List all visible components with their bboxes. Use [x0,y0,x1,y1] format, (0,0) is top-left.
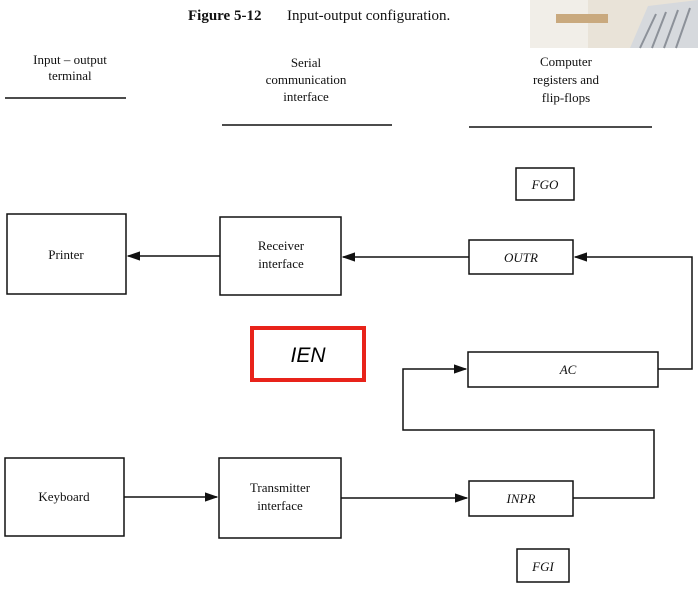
arrow-ac-to-outr [573,252,693,370]
keyboard-block: Keyboard [4,457,125,537]
header-line: flip-flops [542,90,590,105]
inpr-label: INPR [506,491,536,506]
receiver-label-line: interface [258,256,304,271]
printer-block: Printer [6,213,127,295]
outr-label: OUTR [504,250,538,265]
inpr-register: INPR [468,480,574,517]
header-line: Input – output [33,52,107,67]
transmitter-interface-block: Transmitter interface [218,457,342,539]
transmitter-label-line: Transmitter [250,480,311,495]
connections [124,251,693,503]
ac-label: AC [559,362,577,377]
header-line: registers and [533,72,600,87]
ien-highlight: IEN [250,326,366,382]
outr-register: OUTR [468,239,574,275]
fgo-block: FGO [515,167,575,201]
header-line: Serial [291,55,322,70]
receiver-label-line: Receiver [258,238,305,253]
header-line: interface [283,89,329,104]
header-line: communication [266,72,347,87]
arrow-inpr-to-ac [402,364,655,499]
figure-number: Figure 5-12 [188,8,261,24]
fgi-block: FGI [516,548,570,583]
column-header-computer: Computer registers and flip-flops [469,54,652,128]
transmitter-label-line: interface [257,498,303,513]
figure-caption: Input-output configuration. [287,8,450,24]
ien-highlight-box [250,326,366,382]
ien-label: IEN [290,344,326,367]
ac-register: AC [467,351,659,388]
fgi-label: FGI [531,559,554,574]
photo-thumbnail [530,0,698,49]
fgo-label: FGO [531,177,559,192]
keyboard-label: Keyboard [38,489,90,504]
header-line: terminal [48,68,92,83]
header-line: Computer [540,54,593,69]
column-header-io-terminal: Input – output terminal [5,52,126,99]
column-header-serial-interface: Serial communication interface [222,55,392,126]
receiver-interface-block: Receiver interface [219,216,342,296]
printer-label: Printer [48,247,84,262]
